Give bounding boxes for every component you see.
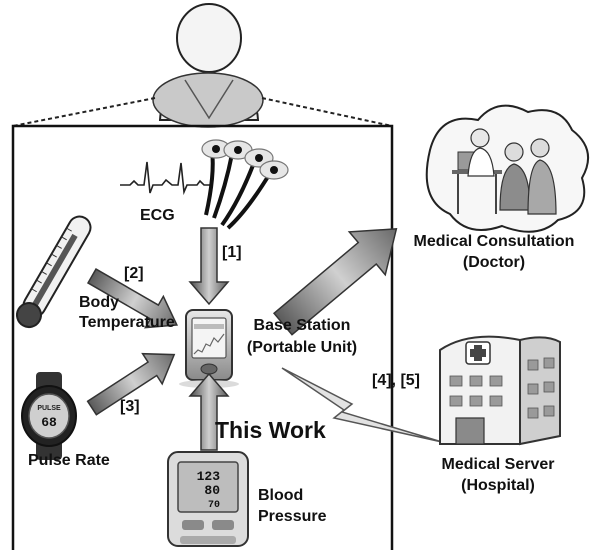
body-temperature-label-line1: Body (79, 294, 119, 311)
pulse-rate-label: Pulse Rate (28, 452, 110, 469)
hospital-building-icon (439, 335, 561, 446)
arrow-temperature-to-base (86, 268, 179, 329)
base-station-device-icon (179, 309, 239, 388)
arrow-pulse-to-base (86, 352, 176, 416)
this-work-label: This Work (215, 417, 326, 443)
base-station-label-line1: Base Station (253, 317, 351, 334)
projection-lines (12, 97, 393, 127)
bp-diastolic: 80 (204, 483, 220, 498)
ecg-waveform-icon (120, 161, 210, 196)
medical-server-label-line2: (Hospital) (461, 477, 535, 494)
blood-pressure-monitor-icon: 123 80 70 (167, 451, 249, 547)
medical-consultation-label-line1: Medical Consultation (413, 233, 575, 250)
medical-server-label-line1: Medical Server (441, 456, 555, 473)
pulse-watch-icon: PULSE 68 (21, 372, 77, 460)
bp-systolic: 123 (197, 469, 221, 484)
watch-label: PULSE (37, 405, 61, 412)
blood-pressure-label-line1: Blood (258, 487, 304, 504)
bp-pulse: 70 (208, 500, 220, 511)
thermometer-icon (16, 215, 92, 329)
medical-consultation-label-line2: (Doctor) (462, 254, 526, 271)
ecg-electrodes-icon (201, 139, 289, 230)
ref-ecg-link: [1] (222, 244, 242, 261)
ecg-label: ECG (140, 207, 175, 224)
person-icon (152, 3, 264, 128)
base-station-label-line2: (Portable Unit) (246, 339, 358, 356)
watch-value: 68 (41, 415, 57, 430)
body-temperature-label-line2: Temperature (79, 314, 175, 331)
ref-server-link: [4], [5] (372, 372, 420, 389)
arrow-ecg-to-base (188, 227, 230, 306)
blood-pressure-label-line2: Pressure (258, 508, 327, 525)
ref-temperature-link: [2] (124, 265, 144, 282)
ref-pulse-link: [3] (120, 398, 140, 415)
body-area-frame (11, 124, 394, 550)
arrow-base-to-consultation (272, 228, 398, 336)
arrow-bp-to-base (188, 372, 230, 451)
doctor-consultation-icon (425, 104, 590, 233)
